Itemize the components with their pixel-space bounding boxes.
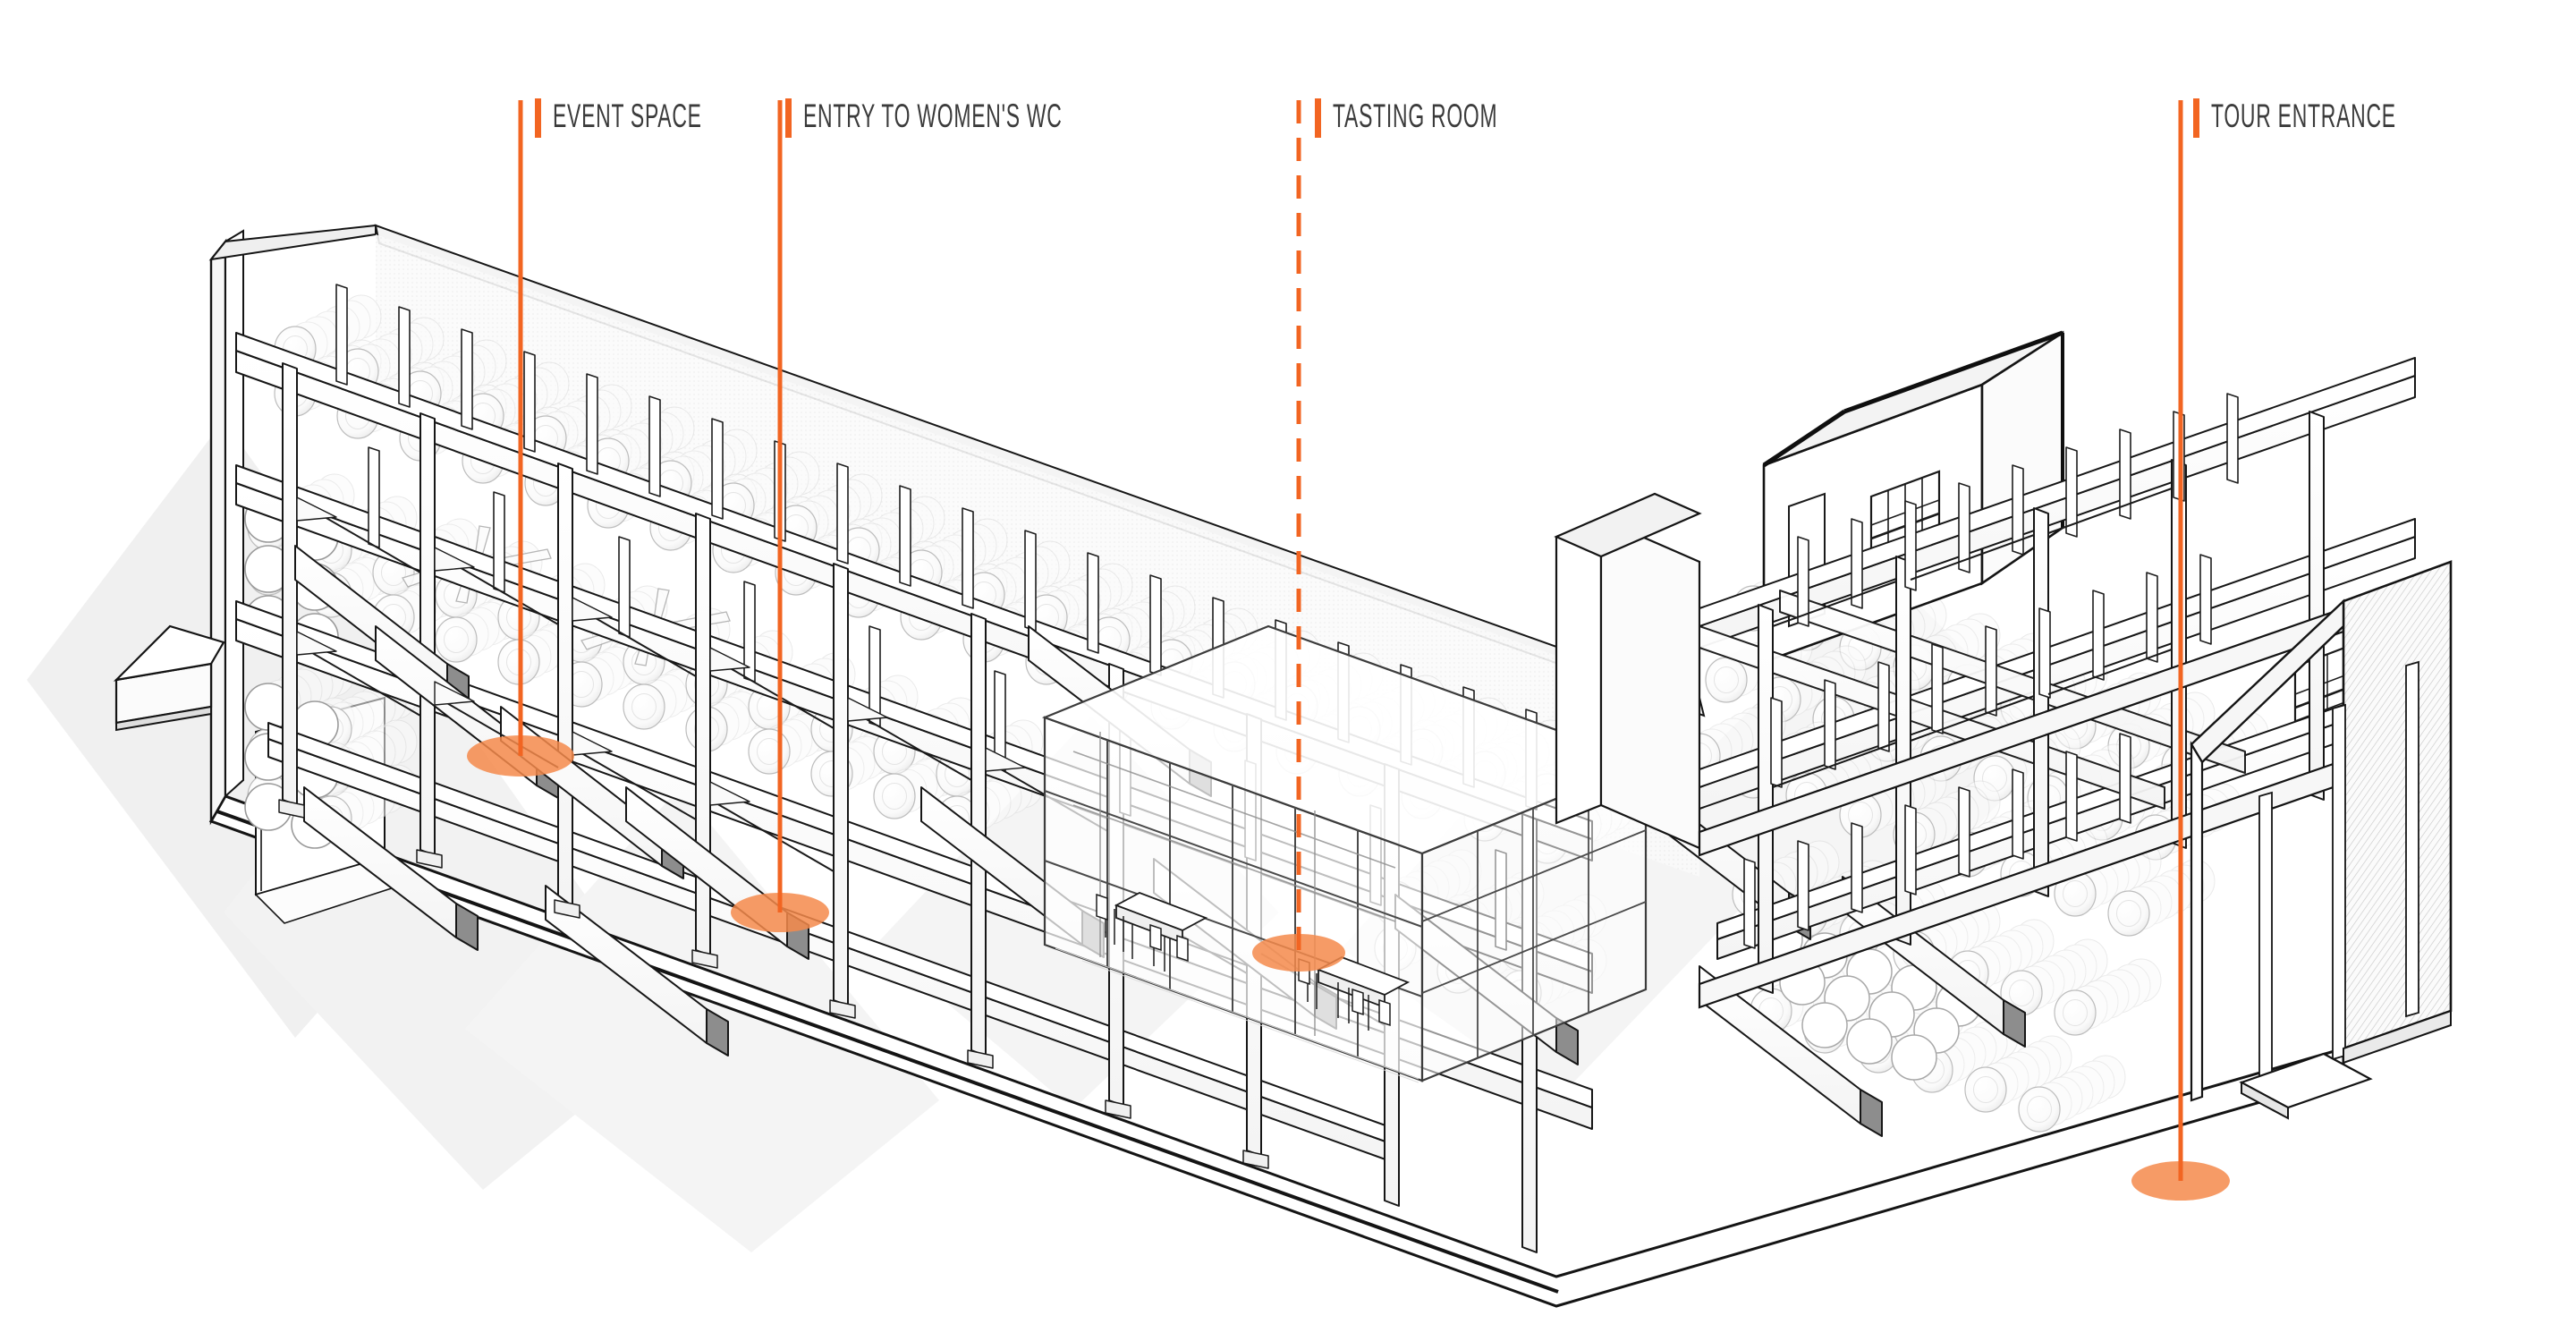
callout-label-text-tasting-room: TASTING ROOM	[1333, 98, 1498, 134]
callout-floor-marker-tasting-room[interactable]	[1252, 934, 1345, 972]
callout-tick-icon-tour-entrance	[2193, 98, 2199, 138]
callout-label-entry-womens-wc[interactable]: ENTRY TO WOMEN'S WC	[785, 97, 1221, 138]
callout-leader-lines-group	[518, 100, 2183, 1181]
glass-mullion	[1044, 740, 1423, 1057]
gusset-plate	[296, 497, 1026, 806]
callout-tick-icon-tasting-room	[1315, 98, 1321, 138]
callout-label-text-tour-entrance: TOUR ENTRANCE	[2211, 98, 2396, 134]
callout-label-event-space[interactable]: EVENT SPACE	[535, 97, 793, 138]
callout-label-text-entry-womens-wc: ENTRY TO WOMEN'S WC	[803, 98, 1063, 134]
end-wall-right	[2190, 560, 2453, 1102]
tour-entrance-platform	[2239, 1052, 2373, 1120]
callout-label-tasting-room[interactable]: TASTING ROOM	[1315, 97, 1598, 138]
column-base-plate	[278, 799, 1269, 1169]
steel-frame-right	[1699, 357, 2416, 994]
tasting-room-enclosure	[1041, 624, 1649, 1083]
furniture-tables-chairs	[1096, 892, 1411, 1031]
callout-tick-icon-event-space	[535, 98, 541, 138]
callout-tick-icon-entry-womens-wc	[785, 98, 792, 138]
partition-walls	[1554, 492, 1702, 850]
callout-label-tour-entrance[interactable]: TOUR ENTRANCE	[2193, 97, 2510, 138]
callout-label-text-event-space: EVENT SPACE	[553, 98, 702, 134]
diagonal-brace-right	[1772, 488, 2173, 788]
wall-pilaster	[2258, 660, 2419, 1097]
